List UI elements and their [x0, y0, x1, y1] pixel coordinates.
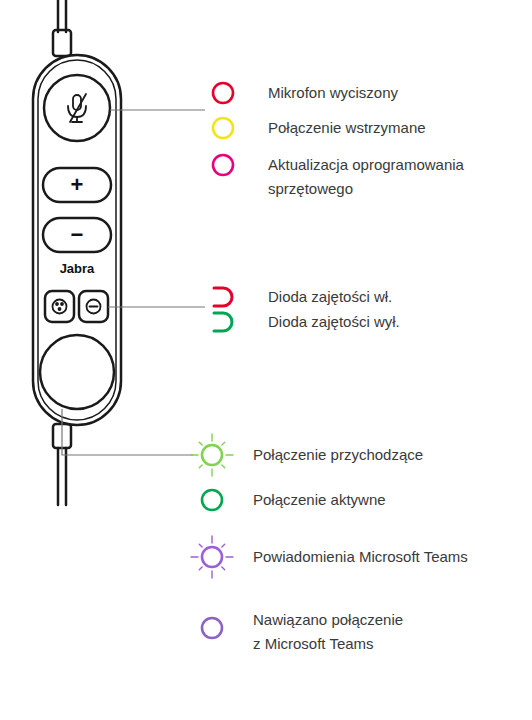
mute-button [44, 75, 110, 141]
led-indicator [202, 618, 222, 638]
microphone-icon [68, 94, 86, 122]
led-indicator [202, 490, 222, 510]
call-button [40, 335, 114, 409]
legend-text: Nawiązano połączenie z Microsoft Teams [253, 608, 413, 656]
cable [57, 0, 60, 32]
leader-line [108, 306, 205, 307]
led-indicator [213, 155, 233, 175]
legend-text: Połączenie wstrzymane [268, 116, 508, 140]
led-indicator [191, 434, 233, 476]
button-symbol: + [71, 174, 84, 196]
legend-text: Dioda zajętości wł. [268, 285, 508, 309]
cable [65, 0, 68, 32]
led-indicator [213, 118, 233, 138]
busylight-button [79, 291, 108, 322]
led-indicator [214, 288, 232, 306]
legend-text: Dioda zajętości wył. [268, 310, 508, 334]
legend-text: Aktualizacja oprogramowania sprzętowego [268, 153, 500, 201]
busylight-button [45, 291, 74, 322]
busylight-icon [53, 300, 101, 314]
cable [57, 448, 60, 505]
button-symbol: − [71, 224, 84, 246]
legend-text: Połączenie przychodzące [253, 443, 523, 467]
leader-line [110, 109, 205, 110]
brand-name: Jabra [60, 262, 95, 275]
legend-text: Połączenie aktywne [253, 488, 523, 512]
led-indicator [214, 313, 232, 331]
controller-inner-outline [38, 60, 116, 420]
cable [65, 448, 68, 505]
volume-up-button [43, 168, 111, 202]
volume-down-button [43, 218, 111, 252]
leader-line [62, 409, 193, 455]
cable-sheath [53, 30, 71, 56]
led-indicator [213, 83, 233, 103]
controller-body [33, 55, 121, 425]
legend-text: Powiadomienia Microsoft Teams [253, 545, 528, 569]
led-indicator [191, 536, 233, 578]
legend-text: Mikrofon wyciszony [268, 81, 508, 105]
